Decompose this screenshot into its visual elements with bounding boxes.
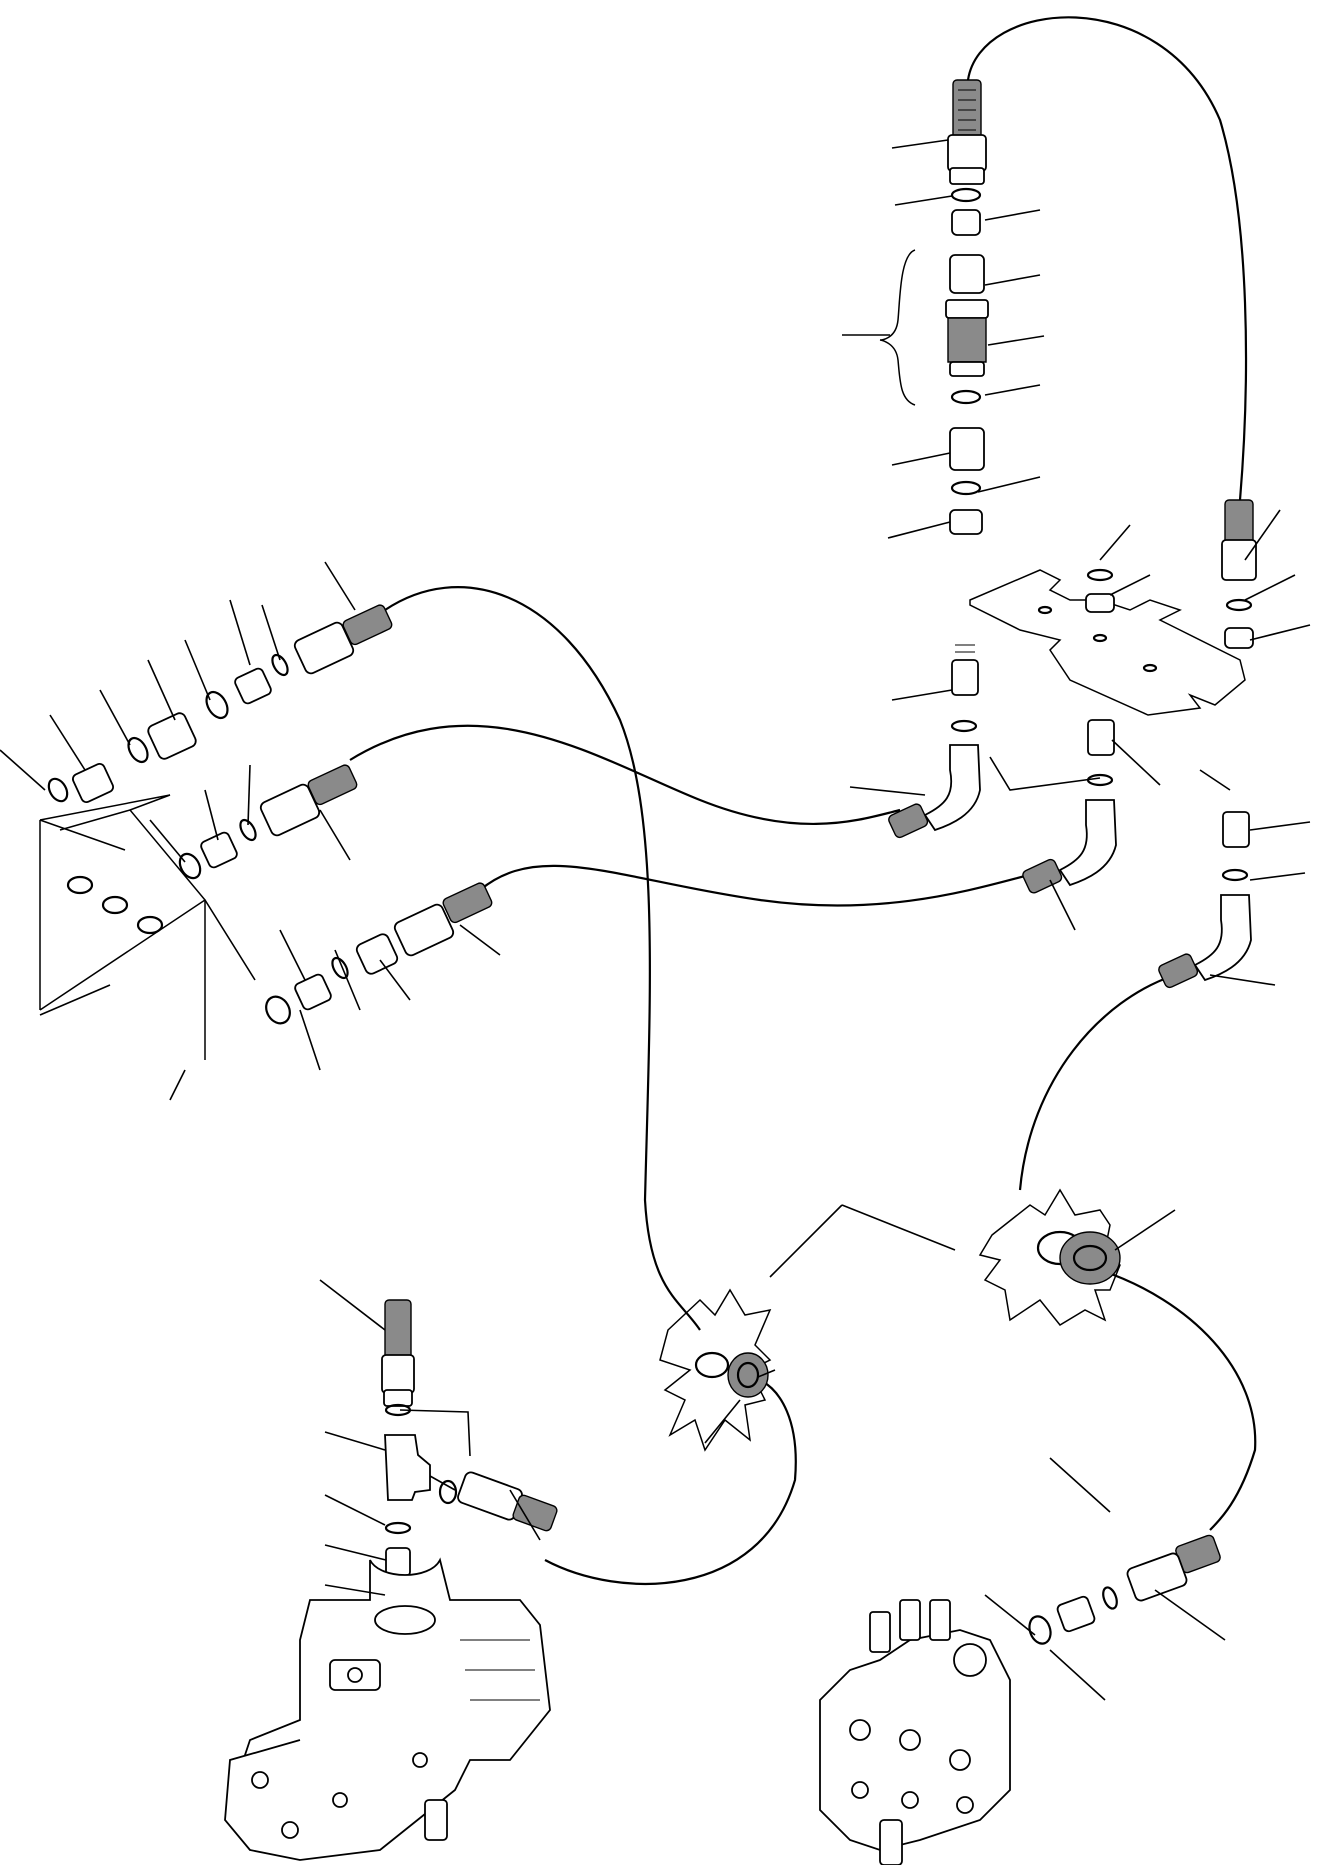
elbow-fittings-middle: [888, 644, 1252, 989]
o-ring-top-2: [950, 389, 982, 405]
fitting-stack-top: [879, 79, 989, 535]
left-fitting-rows: [39, 604, 493, 1060]
reducer-top: [949, 427, 985, 471]
o-ring-top-3: [950, 480, 982, 496]
tee-fitting: [384, 1434, 431, 1501]
plate-outline: [969, 569, 1246, 716]
hose-end-fitting-top: [947, 134, 987, 172]
hose-end-fitting-right: [1221, 539, 1257, 581]
elbow-3: [1193, 894, 1252, 982]
coupler-body-top: [949, 254, 985, 294]
adapter-elbow-2: [1087, 719, 1115, 756]
hose-valve-bulkhead: [1099, 1268, 1257, 1531]
bulkhead-plates: [659, 1188, 1121, 1452]
grommet-right: [1059, 1231, 1121, 1285]
pump-assembly: [224, 1299, 558, 1861]
adapter-elbow-1: [951, 659, 979, 696]
hose-lower-left: [479, 864, 1051, 907]
bulkhead-plate-right: [978, 1188, 1121, 1326]
coupler-knurl: [947, 317, 987, 363]
elbow-2: [1058, 799, 1117, 887]
bulkhead-nut-plate: [1085, 593, 1115, 613]
mounting-plate-right: [969, 499, 1257, 716]
hose-middle-left: [349, 724, 901, 826]
nut-right: [1224, 627, 1254, 649]
o-ring-right-1: [1225, 598, 1253, 612]
leader-lines: [0, 139, 1311, 1701]
pump-hose-top: [384, 1299, 412, 1361]
valve-hose-end: [1126, 1552, 1188, 1602]
o-ring-plate: [1086, 568, 1114, 582]
nut-top: [949, 509, 983, 535]
hoses: [349, 16, 1257, 1586]
row-3: [265, 882, 493, 1025]
o-ring-top-1: [950, 187, 982, 203]
hose-right: [1018, 973, 1176, 1191]
elbow-1: [923, 744, 981, 832]
pump-body: [229, 1557, 551, 1861]
adapter-top: [951, 209, 981, 236]
hose-top-arc: [966, 16, 1248, 501]
grommet-left: [727, 1352, 769, 1398]
hose-pump-bulkhead: [544, 1379, 797, 1586]
bulkhead-plate-left: [659, 1288, 772, 1452]
control-valve-assembly: [819, 1534, 1221, 1865]
row-1: [47, 604, 393, 804]
adapter-elbow-3: [1222, 811, 1250, 848]
manifold-block: [39, 794, 207, 1060]
hose-upper-left: [384, 586, 701, 1331]
row-2: [178, 764, 358, 880]
coupler-bracket: [879, 249, 916, 406]
